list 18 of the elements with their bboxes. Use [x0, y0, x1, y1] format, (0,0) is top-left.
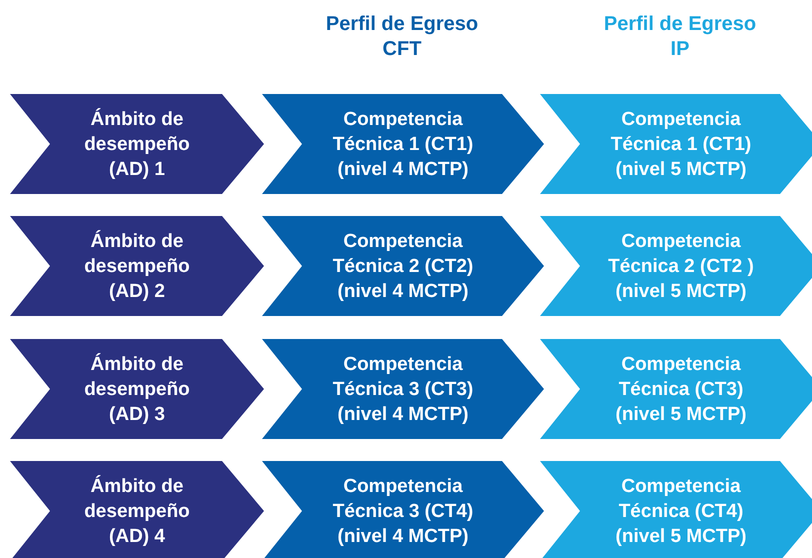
chevron-label: Ámbito de desempeño (AD) 3 — [83, 352, 191, 426]
chevron-label: Ámbito de desempeño (AD) 1 — [83, 107, 191, 182]
chevron-label: Ámbito de desempeño (AD) 4 — [83, 474, 191, 548]
chevron-label: Competencia Técnica 2 (CT2 ) (nivel 5 MCTP) — [607, 230, 755, 304]
chevron-label: Competencia Técnica 1 (CT1) (nivel 4 MCTP) — [332, 108, 474, 182]
column-heading: Perfil de Egreso IP — [602, 12, 758, 62]
chevron-box — [540, 339, 812, 439]
chevron-label: Ámbito de desempeño (AD) 2 — [83, 229, 191, 304]
chevron-box — [540, 216, 812, 316]
chevron-box — [540, 461, 812, 558]
chevron-label: Competencia Técnica 3 (CT3) (nivel 4 MCTP) — [332, 352, 474, 426]
chevron-label: Competencia Técnica 2 (CT2) (nivel 4 MCTP) — [332, 230, 474, 304]
column-heading: Perfil de Egreso CFT — [324, 12, 480, 62]
chevron-box — [540, 94, 812, 194]
chevron-label: Competencia Técnica 1 (CT1) (nivel 5 MCTP) — [610, 108, 752, 182]
chevron-label: Competencia Técnica 3 (CT4) (nivel 4 MCTP) — [332, 474, 474, 548]
chevron-label: Competencia Técnica (CT4) (nivel 5 MCTP) — [614, 474, 748, 548]
chevron-label: Competencia Técnica (CT3) (nivel 5 MCTP) — [614, 352, 748, 426]
